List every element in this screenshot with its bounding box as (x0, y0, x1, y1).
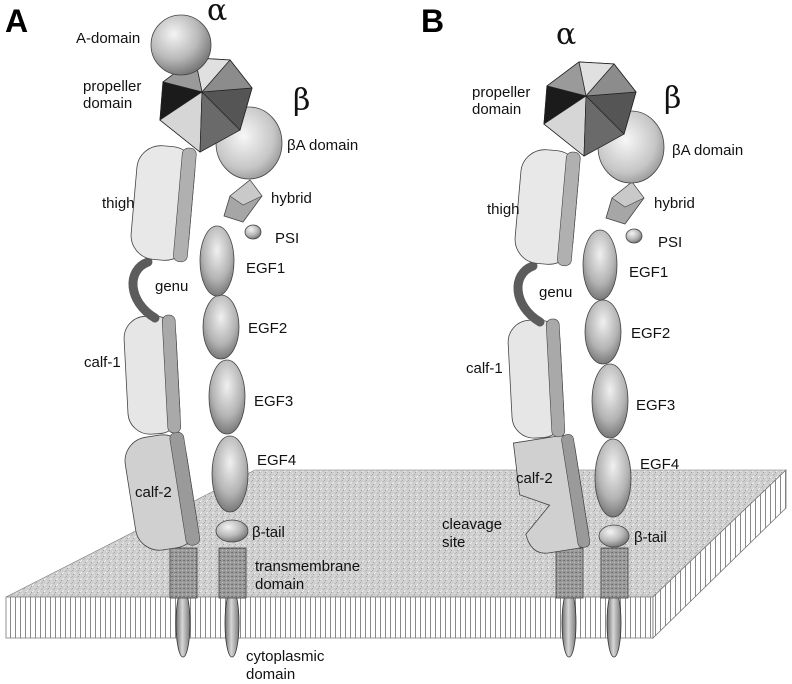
membrane (5, 469, 787, 639)
egf4-domain-b (594, 438, 632, 518)
calf1-domain-a (123, 314, 182, 435)
a-domain-sphere (150, 14, 212, 76)
calf2-label-a: calf-2 (135, 484, 172, 501)
beta-transmembrane-b (600, 547, 629, 599)
genu-linker-a (128, 257, 160, 323)
egf4-label-a: EGF4 (257, 452, 296, 469)
hybrid-domain-b (605, 181, 645, 225)
hybrid-domain (223, 179, 263, 223)
egf1-label-b: EGF1 (629, 264, 668, 281)
hybrid-label-a: hybrid (271, 190, 312, 207)
alpha-transmembrane-b (555, 547, 584, 599)
thigh-domain-a (130, 145, 197, 263)
beta-tail-domain (215, 519, 249, 543)
propeller-domain-a (159, 57, 253, 153)
calf2-domain-a (124, 431, 201, 551)
a-domain-label: A-domain (76, 30, 140, 47)
cleavage-label-1: cleavage (442, 516, 502, 533)
hybrid-label-b: hybrid (654, 195, 695, 212)
alpha-cytoplasmic-tail (175, 588, 191, 658)
egf3-domain-b (591, 363, 629, 439)
egf3-label-b: EGF3 (636, 397, 675, 414)
calf1-label-a: calf-1 (84, 354, 121, 371)
psi-label-a: PSI (275, 230, 299, 247)
panel-b-letter: B (421, 3, 444, 39)
calf1-domain-b (507, 318, 566, 439)
egf1-domain-b (582, 229, 618, 301)
propeller-label-a-1: propeller (83, 78, 141, 95)
beta-subunit-label-a: β (293, 83, 310, 118)
panel-a-letter: A (5, 3, 28, 39)
alpha-subunit-label-a: α (207, 0, 227, 28)
genu-label-b: genu (539, 284, 572, 301)
beta-subunit-label-b: β (664, 81, 681, 116)
psi-label-b: PSI (658, 234, 682, 251)
thigh-domain-b (514, 149, 581, 267)
thigh-label-b: thigh (487, 201, 520, 218)
thigh-label-a: thigh (102, 195, 135, 212)
membrane-front-face (5, 596, 654, 639)
panel-a: A (5, 0, 360, 683)
alpha-transmembrane (169, 547, 198, 599)
egf2-domain (202, 294, 240, 360)
beta-a-label-b: βA domain (672, 142, 743, 159)
egf2-label-b: EGF2 (631, 325, 670, 342)
psi-domain (244, 224, 262, 240)
calf1-label-b: calf-1 (466, 360, 503, 377)
egf1-label-a: EGF1 (246, 260, 285, 277)
beta-tail-label-b: β-tail (634, 529, 667, 546)
membrane-side-face (652, 469, 787, 639)
transmembrane-label-2: domain (255, 576, 304, 593)
egf3-domain (208, 359, 246, 435)
propeller-label-a-2: domain (83, 95, 132, 112)
panel-b: B (421, 3, 743, 658)
psi-domain-b (625, 228, 643, 244)
beta-cytoplasmic-tail (224, 588, 240, 658)
egf4-label-b: EGF4 (640, 456, 679, 473)
beta-tail-domain-b (598, 524, 630, 548)
egf3-label-a: EGF3 (254, 393, 293, 410)
beta-cytoplasmic-tail-b (606, 588, 622, 658)
beta-tail-label-a: β-tail (252, 524, 285, 541)
egf2-label-a: EGF2 (248, 320, 287, 337)
transmembrane-label-1: transmembrane (255, 558, 360, 575)
calf2-domain-b (512, 434, 591, 554)
genu-label-a: genu (155, 278, 188, 295)
propeller-label-b-1: propeller (472, 84, 530, 101)
cytoplasmic-label-1: cytoplasmic (246, 648, 325, 665)
membrane-top-surface (5, 469, 787, 598)
alpha-subunit-label-b: α (556, 17, 576, 52)
genu-linker-b (513, 261, 545, 327)
calf2-label-b: calf-2 (516, 470, 553, 487)
cleavage-label-2: site (442, 534, 465, 551)
cytoplasmic-label-2: domain (246, 666, 295, 683)
beta-a-label-a: βA domain (287, 137, 358, 154)
beta-transmembrane (218, 547, 247, 599)
egf1-domain (199, 225, 235, 297)
propeller-label-b-2: domain (472, 101, 521, 118)
alpha-cytoplasmic-tail-b (561, 588, 577, 658)
propeller-domain-b (543, 61, 637, 157)
egf2-domain-b (584, 299, 622, 365)
egf4-domain (211, 435, 249, 513)
